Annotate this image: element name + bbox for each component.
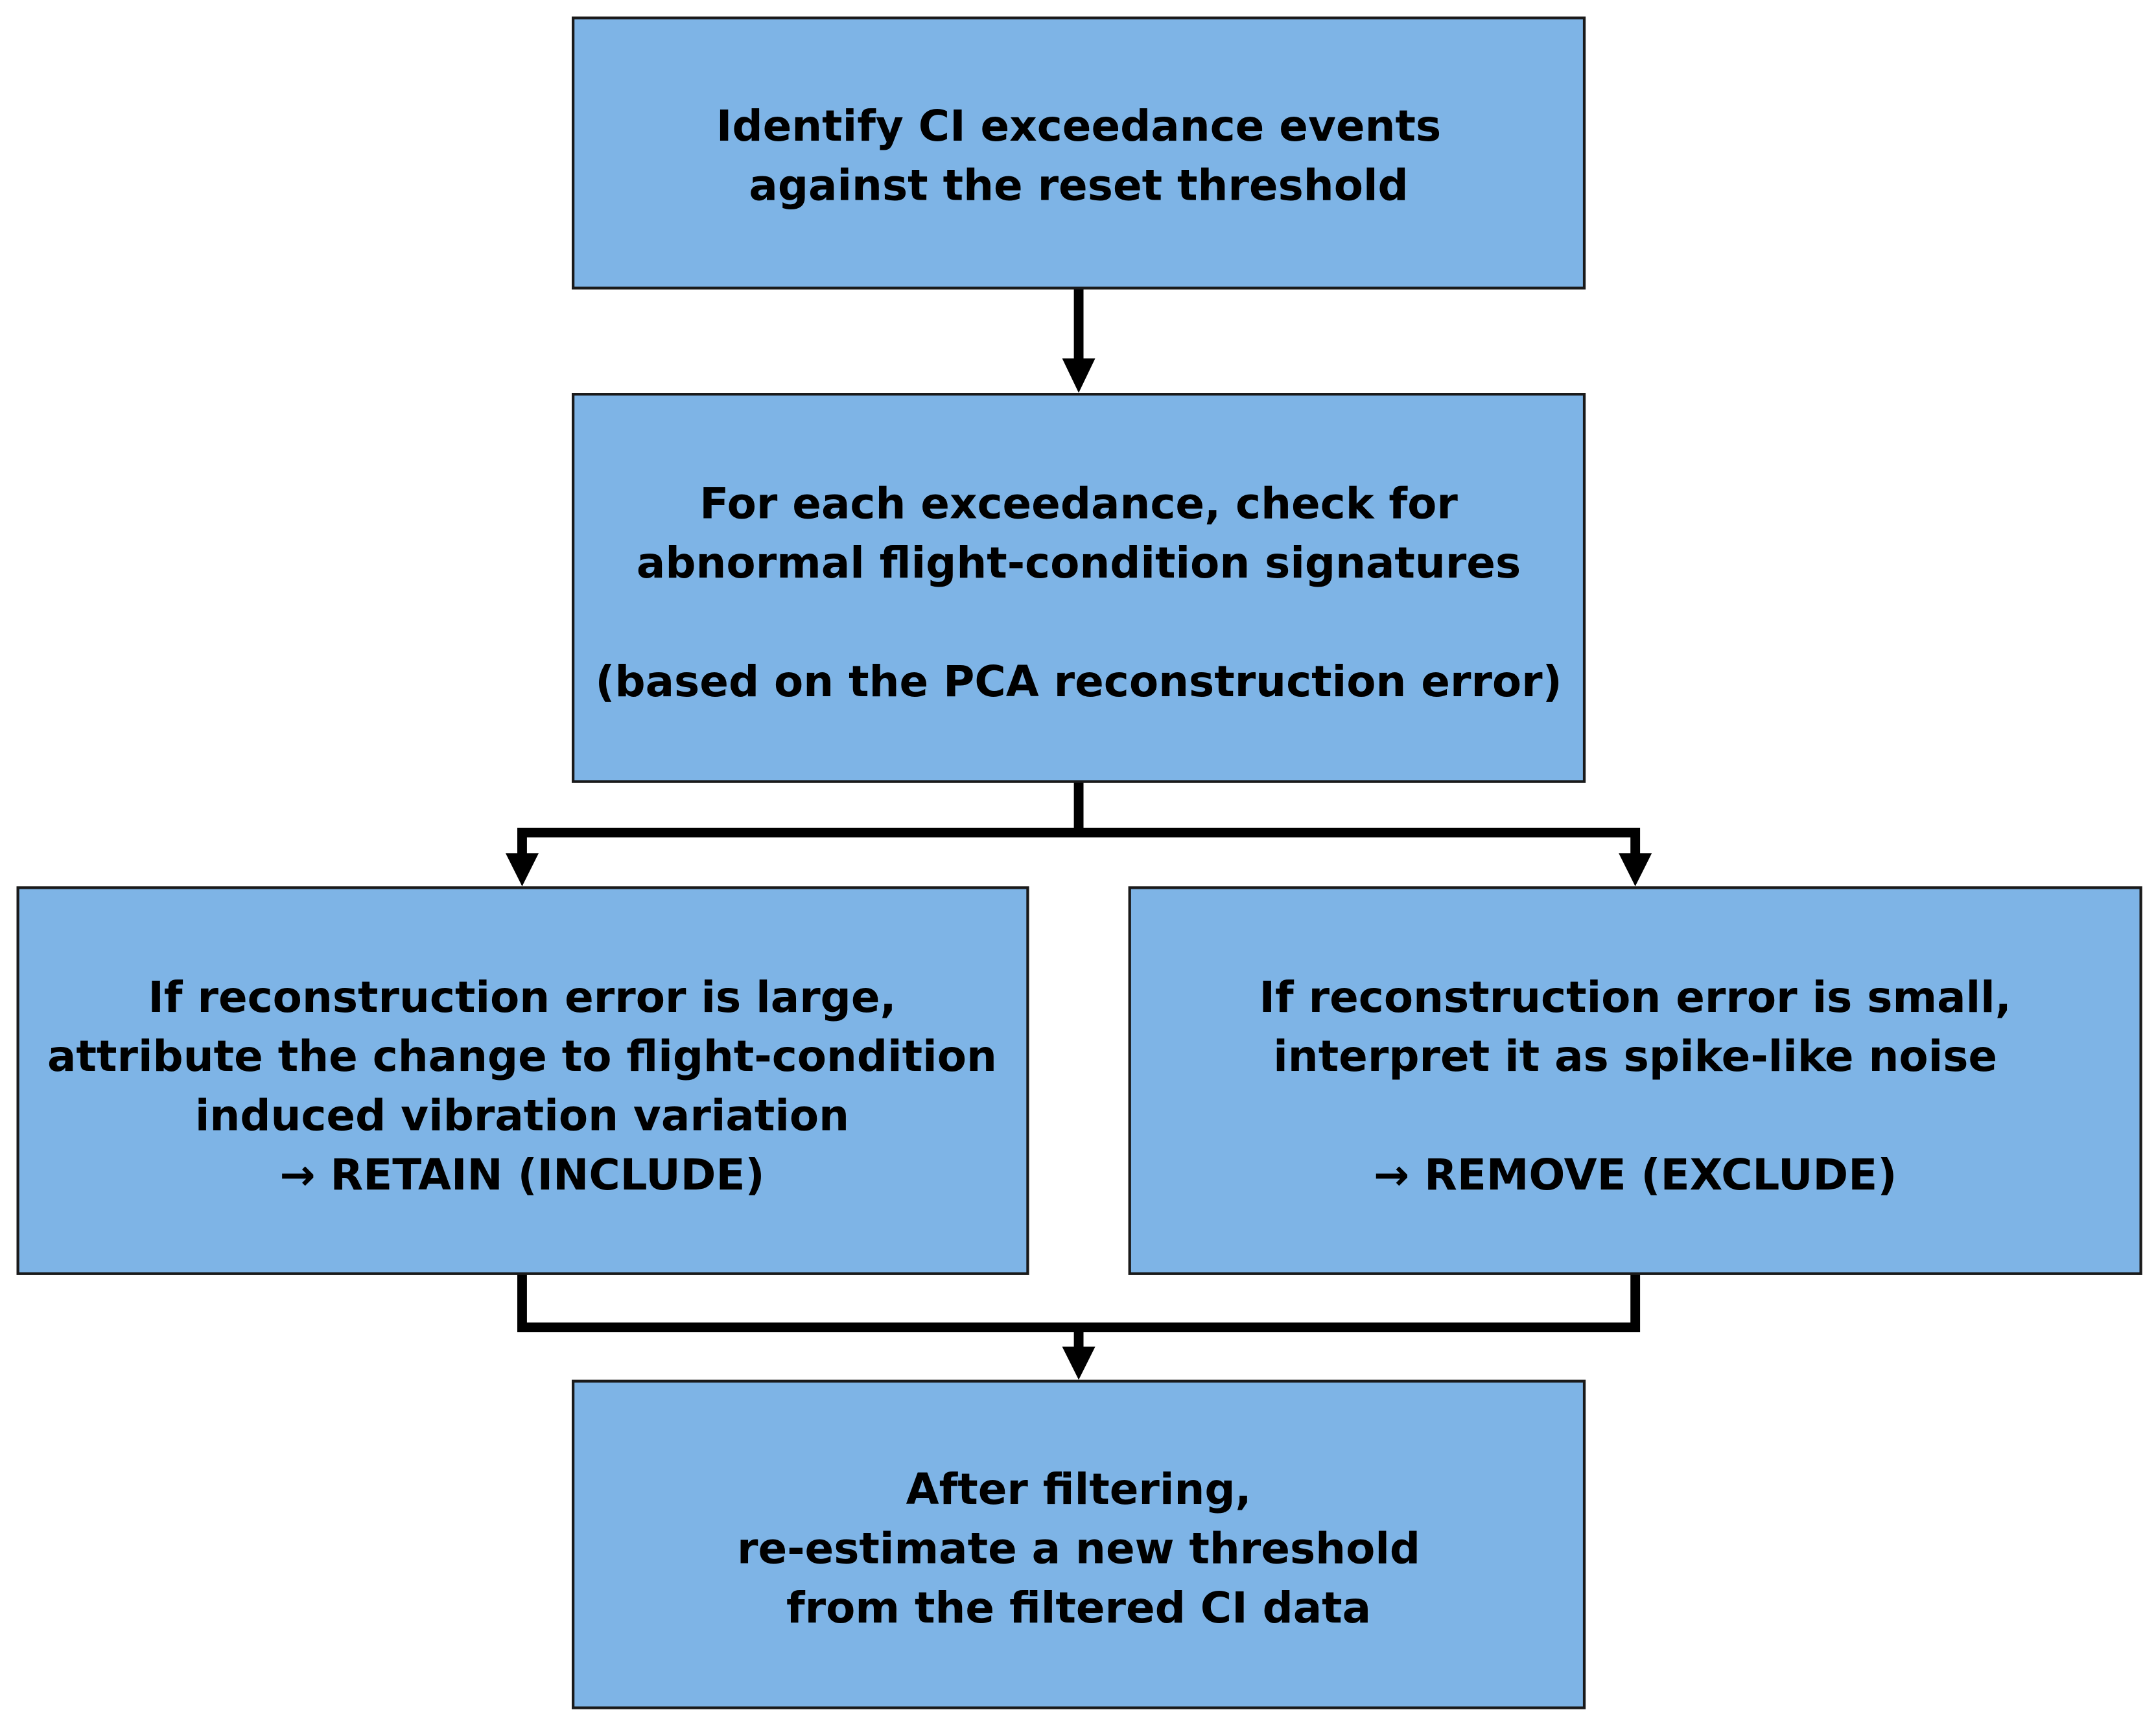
large-error-line-1: If reconstruction error is large,: [148, 972, 896, 1022]
check-line-2: abnormal flight-condition signatures: [637, 538, 1521, 588]
arrowhead-reestimate: [1062, 1346, 1096, 1380]
connectors: [505, 288, 1652, 1380]
arrowhead-check: [1062, 358, 1096, 393]
small-error-line-1: If reconstruction error is small,: [1260, 972, 2011, 1022]
reestimate-box: After filtering, re-estimate a new thres…: [571, 1379, 1586, 1709]
connector-split-horizontal: [517, 827, 1641, 859]
connector-merge-horizontal: [517, 1273, 1641, 1333]
reestimate-line-3: from the filtered CI data: [786, 1583, 1371, 1633]
small-error-box: If reconstruction error is small, interp…: [1128, 886, 2142, 1275]
large-error-line-2: attribute the change to flight-condition: [47, 1031, 997, 1081]
large-error-line-3: induced vibration variation: [195, 1091, 849, 1141]
arrowhead-large-error: [505, 853, 539, 887]
small-error-line-4: → REMOVE (EXCLUDE): [1374, 1150, 1897, 1200]
check-line-4: (based on the PCA reconstruction error): [595, 657, 1562, 707]
identify-box: Identify CI exceedance events against th…: [571, 16, 1586, 290]
check-box: For each exceedance, check for abnormal …: [571, 393, 1586, 783]
small-error-line-2: interpret it as spike-like noise: [1273, 1031, 1997, 1081]
check-line-1: For each exceedance, check for: [699, 479, 1458, 529]
reestimate-line-2: re-estimate a new threshold: [737, 1523, 1420, 1573]
large-error-box: If reconstruction error is large, attrib…: [16, 886, 1029, 1275]
arrowhead-small-error: [1619, 853, 1652, 887]
large-error-line-4: → RETAIN (INCLUDE): [279, 1150, 764, 1200]
identify-line-1: Identify CI exceedance events: [716, 101, 1441, 151]
reestimate-line-1: After filtering,: [906, 1464, 1252, 1514]
identify-line-2: against the reset threshold: [749, 160, 1408, 210]
